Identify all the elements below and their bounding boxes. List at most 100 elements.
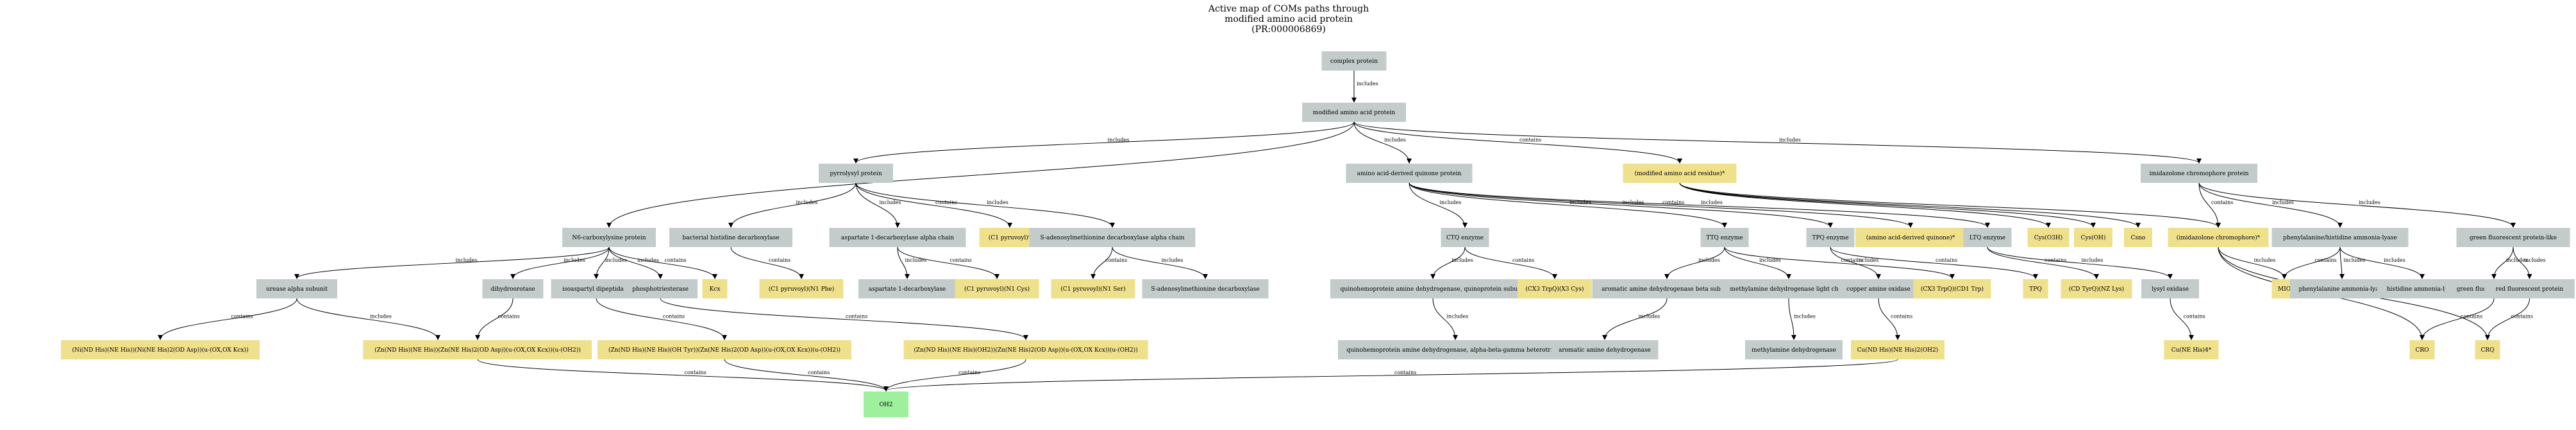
node-label-urease: urease alpha subunit [266, 286, 328, 293]
edge-imidc-mio: includes [2218, 246, 2287, 279]
node-label-qhnd: quinohemoprotein amine dehydrogenase, qu… [1341, 286, 1526, 293]
node-label-ttq: TTQ enzyme [1706, 235, 1743, 241]
node-box-imid [2141, 164, 2257, 183]
node-box-cund [1851, 340, 1945, 359]
edge-asp1-c1pcys: contains [897, 246, 999, 279]
node-label-cdtyrq: (CD TyrQ)(NZ Lys) [2069, 286, 2124, 293]
node-label-aad: aromatic amine dehydrogenase [1559, 347, 1651, 354]
edge-aadq-ltq: includes [1409, 182, 1990, 228]
edge-label: includes [1698, 257, 1720, 263]
edge-label: contains [231, 314, 253, 320]
node-box-pyrrolysyl [819, 164, 893, 183]
edge-label: includes [2384, 257, 2405, 263]
edge-line [1987, 246, 2173, 279]
edge-line [2282, 246, 2341, 279]
edge-label: contains [685, 370, 707, 375]
node-box-qhad [1338, 340, 1573, 359]
edge-cund-oh: contains [883, 359, 1898, 391]
node-box-phosphotri [623, 279, 698, 298]
edge-maap-aadq: includes [1353, 121, 1412, 164]
node-label-n6carb: N6-carboxylysine protein [572, 235, 646, 241]
node-label-aadq2: (amino acid-derived quinone)* [1866, 234, 1955, 241]
edge-line [2198, 182, 2221, 228]
edge-ttq-mdhl: includes [1724, 246, 1791, 279]
edge-label: contains [1662, 200, 1684, 205]
edge-line [1409, 182, 1833, 228]
edge-line [1878, 298, 1900, 340]
edge-znkcx-oh: contains [477, 359, 889, 391]
node-asp1: aspartate 1-decarboxylase alpha chain [829, 228, 966, 247]
node-box-oh [864, 391, 908, 417]
edge-line [294, 246, 610, 279]
node-label-imid: imidazolone chromophore protein [2150, 171, 2249, 177]
node-label-maap: modified amino acid protein [1313, 110, 1396, 116]
edge-line [1724, 246, 1955, 279]
edge-label: includes [2524, 257, 2546, 263]
node-label-hal: histidine ammonia-lyase [2387, 286, 2458, 293]
node-box-crq [2475, 340, 2500, 359]
edge-line [1788, 298, 1796, 340]
edge-label: includes [2344, 257, 2366, 263]
node-cro: CRO [2409, 340, 2435, 359]
node-box-bhd [669, 228, 792, 247]
edge-phel-phal: includes [2339, 246, 2366, 279]
edge-label: includes [1569, 200, 1591, 205]
edge-tpq-cuao: includes [1830, 246, 1881, 279]
edge-ltq-cdtyrq: contains [1987, 246, 2099, 279]
edge-line [1724, 246, 1791, 279]
edge-label: contains [663, 314, 685, 320]
edge-label: contains [1394, 370, 1416, 375]
edge-line [296, 298, 440, 340]
node-box-maar [1623, 164, 1737, 183]
edge-label: includes [1384, 137, 1406, 143]
node-n6carb: N6-carboxylysine protein [562, 228, 656, 247]
edge-pyrrolysyl-c1pyr: contains [855, 182, 1012, 228]
node-imid: imidazolone chromophore protein [2141, 164, 2257, 183]
node-box-mdhl [1720, 279, 1857, 298]
edge-ctq-cx3trp: contains [1464, 246, 1557, 279]
edge-label: includes [1794, 314, 1816, 320]
edge-isoaspd-zntyr: contains [596, 298, 727, 340]
edge-label: includes [1357, 81, 1378, 87]
node-label-cunehis: Cu(NE His)4* [2171, 347, 2212, 354]
node-label-cysoh2: Cys(OH) [2081, 234, 2106, 241]
edge-line [897, 246, 910, 279]
edge-line [475, 298, 514, 340]
node-label-pyrrolysyl: pyrrolysyl protein [830, 171, 882, 177]
node-maap: modified amino acid protein [1302, 103, 1406, 122]
node-label-complex: complex protein [1330, 58, 1378, 65]
edge-maap-pyrrolysyl: includes [853, 121, 1355, 164]
node-box-cro [2409, 340, 2435, 359]
node-label-rfp: red fluorescent protein [2496, 286, 2564, 293]
node-znkcx: (Zn(ND His)(NE His))(Zn(NE His)2(OD Asp)… [364, 340, 592, 359]
node-c1pphe: (C1 pyruvoyl)(N1 Phe) [759, 279, 844, 298]
node-box-c1pcys [955, 279, 1039, 298]
diagram-title: Active map of COMs paths through modifie… [1154, 4, 1423, 35]
edge-gfplike-rfp: includes [2513, 246, 2546, 279]
node-label-phel: phenylalanine/histidine ammonia-lyase [2283, 235, 2397, 241]
node-box-ltq [1963, 228, 2012, 247]
node-label-ltq: LTQ enzyme [1970, 235, 2005, 241]
node-label-zntyr: (Zn(ND His)(NE His)(OH Tyr))(Zn(NE His)2… [608, 347, 841, 354]
edge-cuao-cund: contains [1878, 298, 1912, 340]
edge-zntyr-oh: contains [724, 359, 889, 391]
edge-ttq-cx3trpd1: contains [1724, 246, 1955, 279]
node-label-mdh: methylamine dehydrogenase [1752, 347, 1836, 354]
edge-label: contains [950, 257, 972, 263]
edge-ctq-qhnd: includes [1430, 246, 1473, 279]
node-box-rfp [2484, 279, 2575, 298]
node-label-asp1d: aspartate 1-decarboxylase [869, 286, 946, 293]
edge-line [1409, 182, 1990, 228]
edge-complex-maap: includes [1351, 71, 1378, 103]
node-oh: OH2 [864, 391, 908, 417]
node-c1pser: (C1 pyruvoyl)(N1 Ser) [1051, 279, 1135, 298]
edge-line [855, 182, 900, 228]
edge-label: contains [1519, 137, 1541, 143]
edge-line [2420, 298, 2495, 340]
edge-phosphotri-znoh2: contains [660, 298, 1028, 340]
edge-label: includes [637, 257, 659, 263]
edge-line [608, 246, 663, 279]
edge-urease-ncx: contains [158, 298, 297, 340]
edge-label: contains [2184, 314, 2205, 320]
node-pyrrolysyl: pyrrolysyl protein [819, 164, 893, 183]
